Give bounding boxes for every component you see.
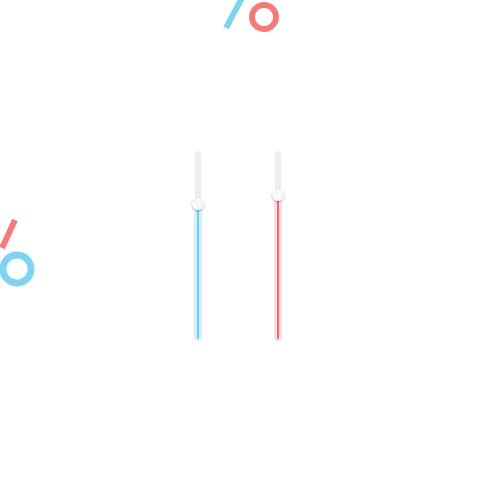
logo-slash	[0, 218, 18, 250]
slider-thumb[interactable]	[192, 198, 204, 210]
slider-fill	[277, 197, 279, 339]
red-vertical-slider[interactable]	[271, 151, 285, 341]
logo-ring	[0, 251, 35, 287]
slider-thumb[interactable]	[272, 189, 284, 201]
percent-logo-left	[0, 218, 35, 287]
logo-slash	[223, 0, 245, 30]
logo-ring	[249, 2, 279, 32]
percent-logo-top	[223, 0, 279, 32]
slider-fill	[197, 206, 199, 339]
blue-vertical-slider[interactable]	[191, 151, 205, 341]
